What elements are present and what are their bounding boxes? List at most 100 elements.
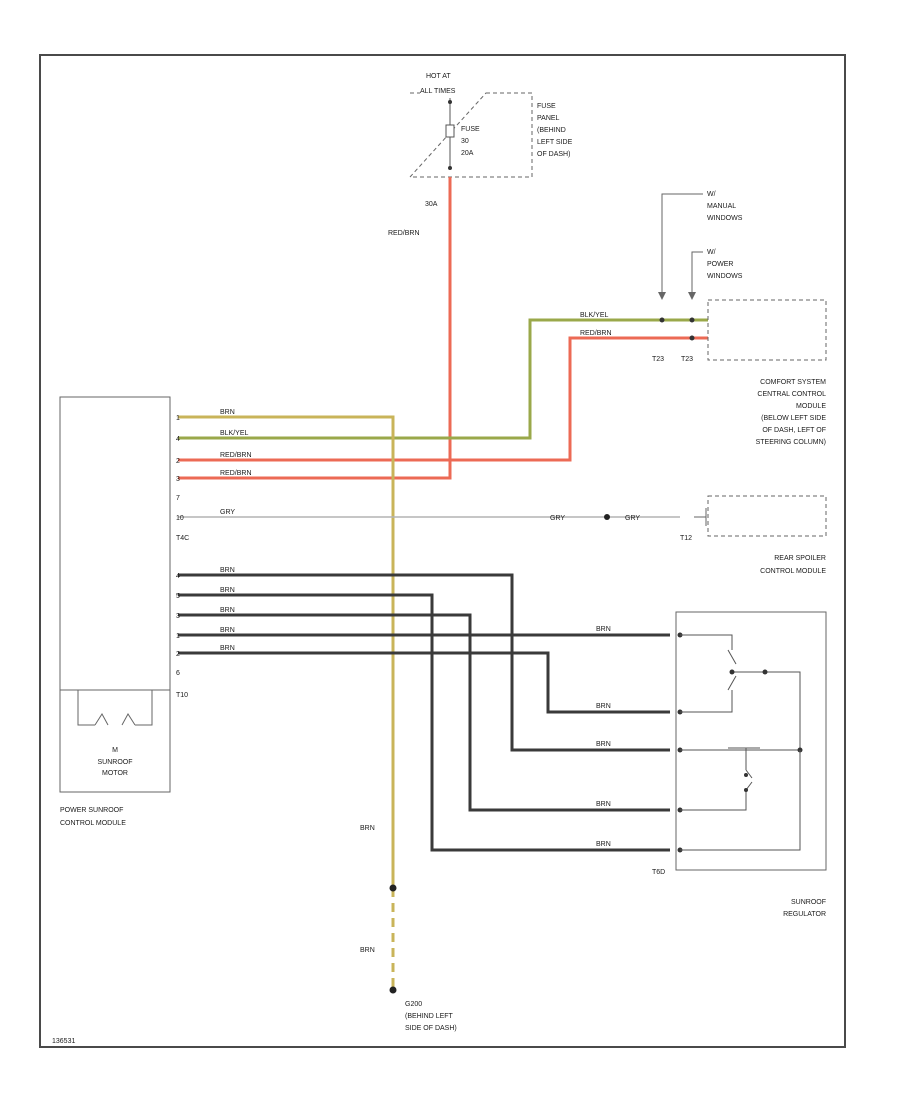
power-windows-arrowhead: [688, 292, 696, 300]
power-windows-ref-1: W/: [707, 249, 716, 256]
diagram-code: 136531: [52, 1038, 75, 1045]
comfort-module-box: [707, 299, 827, 361]
fuse-panel-label-3: (BEHIND: [537, 127, 566, 134]
fuse-symbol: [445, 124, 455, 138]
wire-brn-ground: [178, 415, 395, 888]
regulator-contact: [744, 773, 748, 777]
comfort-pin-1: [659, 317, 665, 323]
comfort-label-1: COMFORT SYSTEM: [760, 379, 826, 386]
comfort-label-6: STEERING COLUMN): [756, 439, 826, 446]
ground-label-3: SIDE OF DASH): [405, 1025, 457, 1032]
pscm-wire-label: BLK/YEL: [220, 430, 249, 437]
spoiler-wire-left: GRY: [550, 515, 565, 522]
power-windows-ref-2: POWER: [707, 261, 733, 268]
comfort-connector-a: T23: [652, 356, 664, 363]
regulator-contact: [762, 669, 768, 675]
diagram-frame: [39, 54, 846, 1048]
pscm-wire-label: BRN: [220, 627, 235, 634]
fuse-panel-label-1: FUSE: [537, 103, 556, 110]
pscm-pin: 3: [176, 476, 180, 483]
power-windows-ref-3: WINDOWS: [707, 273, 743, 280]
ground-label-2: (BEHIND LEFT: [405, 1013, 454, 1020]
pscm-pin: 4: [176, 436, 180, 443]
pscm-connector-t10: T10: [176, 692, 188, 699]
pscm-connector-t4c: T4C: [176, 535, 189, 542]
sunroof-regulator: BRN BRN BRN BRN BRN T6D SUNROOF REGULATO…: [596, 611, 827, 918]
spoiler-label-1: REAR SPOILER: [774, 555, 826, 562]
comfort-wire-red-brn: RED/BRN: [580, 330, 612, 337]
pscm-pin: 7: [176, 495, 180, 502]
regulator-connector: T6D: [652, 869, 665, 876]
spoiler-connector: T12: [680, 535, 692, 542]
regulator-switch-1: [680, 634, 801, 751]
comfort-pin-2: [689, 317, 695, 323]
fuse-panel-label-5: OF DASH): [537, 151, 570, 158]
regulator-contact: [744, 788, 748, 792]
pscm-pin: 1: [176, 633, 180, 640]
manual-windows-ref-3: WINDOWS: [707, 215, 743, 222]
ground-label-1: G200: [405, 1001, 422, 1008]
manual-windows-ref-2: MANUAL: [707, 203, 736, 210]
manual-windows-arrowhead: [658, 292, 666, 300]
pscm-wire-label: RED/BRN: [220, 470, 252, 477]
comfort-label-2: CENTRAL CONTROL: [757, 391, 826, 398]
fuse-panel-label-2: PANEL: [537, 115, 560, 122]
wire-reg-2: [178, 593, 670, 852]
regulator-box: [675, 611, 827, 871]
pscm-pin: 2: [176, 651, 180, 658]
reference-arrows: W/ MANUAL WINDOWS W/ POWER WINDOWS: [658, 191, 743, 300]
regulator-switch-2: [680, 747, 760, 811]
power-windows-arrow: [691, 251, 703, 296]
pscm-pin: 3: [176, 613, 180, 620]
spoiler-connector-symbol: [694, 508, 707, 526]
comfort-connector-b: T23: [681, 356, 693, 363]
hot-label-1: HOT AT: [426, 73, 451, 80]
pscm-pin: 6: [176, 670, 180, 677]
comfort-pin-3: [689, 335, 695, 341]
comfort-label-4: (BELOW LEFT SIDE: [761, 415, 826, 422]
pscm-label-2: CONTROL MODULE: [60, 820, 126, 827]
spoiler-label-2: CONTROL MODULE: [760, 568, 826, 575]
pscm-pin: 1: [176, 415, 180, 422]
sunroof-control-module: M SUNROOF MOTOR 1 4 2 3 7 10 BRN BLK/YEL…: [59, 396, 252, 827]
regulator-wire-label: BRN: [596, 703, 611, 710]
motor-bracket: [77, 690, 153, 726]
spoiler-wire-right: GRY: [625, 515, 640, 522]
fuse-label-2: 30: [461, 138, 469, 145]
pscm-wire-label: BRN: [220, 587, 235, 594]
pscm-wire-label: BRN: [220, 607, 235, 614]
regulator-wire-label: BRN: [596, 626, 611, 633]
fuse-label-1: FUSE: [461, 126, 480, 133]
pscm-wire-label: RED/BRN: [220, 452, 252, 459]
regulator-return: [680, 750, 801, 851]
comfort-label-3: MODULE: [796, 403, 826, 410]
wire-reg-5: [178, 651, 670, 714]
spoiler-module-box: [707, 495, 827, 537]
fuse-circuit-label: 30A: [425, 201, 438, 208]
pscm-wire-label: GRY: [220, 509, 235, 516]
fuse-label-3: 20A: [461, 150, 474, 157]
motor-label-1: M: [112, 747, 118, 754]
pscm-wire-label: BRN: [220, 409, 235, 416]
ground-wire-1: BRN: [360, 825, 375, 832]
comfort-module: BLK/YEL RED/BRN T23 T23 COMFORT SYSTEM C…: [580, 299, 827, 446]
wire-red-brn-comfort: [178, 336, 708, 462]
regulator-contact: [729, 669, 735, 675]
manual-windows-ref-1: W/: [707, 191, 716, 198]
spoiler-splice: [604, 514, 610, 520]
regulator-label-2: REGULATOR: [783, 911, 826, 918]
comfort-label-5: OF DASH, LEFT OF: [762, 427, 826, 434]
pscm-box: [59, 396, 171, 793]
fuse-wire-label: RED/BRN: [388, 230, 420, 237]
regulator-wire-label: BRN: [596, 841, 611, 848]
pscm-pin: 5: [176, 593, 180, 600]
hot-label-2: ALL TIMES: [420, 88, 456, 95]
wire-reg-3: [178, 613, 670, 812]
fuse-node-bottom: [448, 166, 452, 170]
wire-red-brn-feed: [178, 177, 452, 480]
pscm-label-1: POWER SUNROOF: [60, 807, 123, 814]
pscm-pin: 2: [176, 458, 180, 465]
regulator-wire-label: BRN: [596, 801, 611, 808]
ground-wire-2: BRN: [360, 947, 375, 954]
